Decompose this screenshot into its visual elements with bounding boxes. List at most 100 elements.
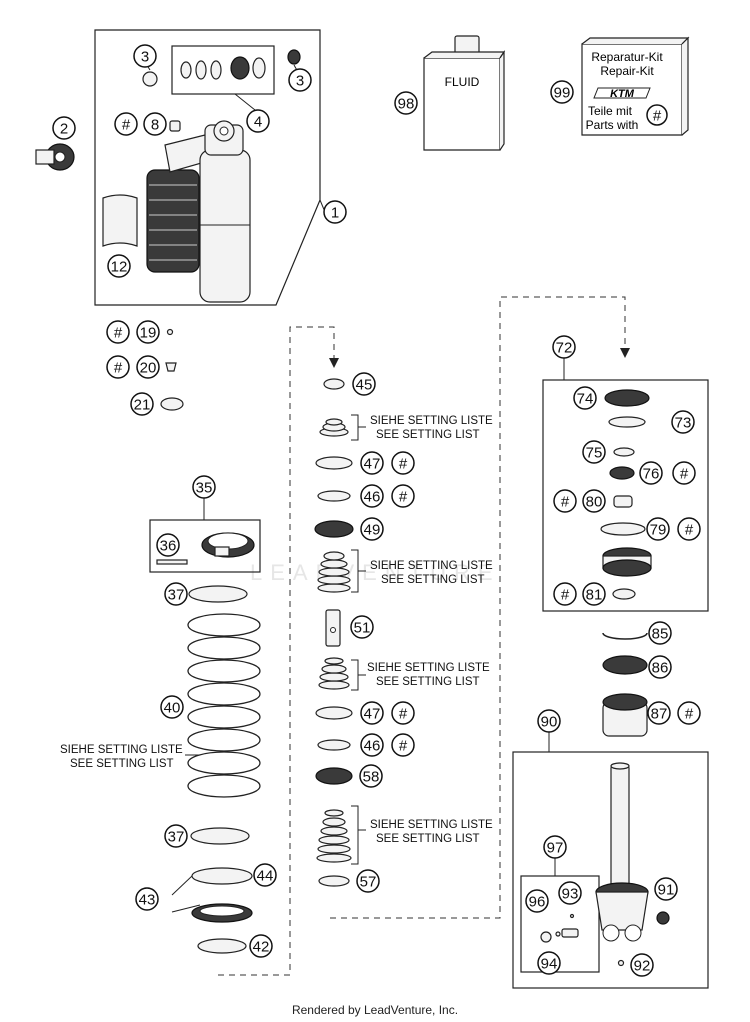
part-74-illustration bbox=[604, 389, 650, 407]
svg-text:80: 80 bbox=[586, 494, 603, 511]
repair-kit-line3: Teile mit bbox=[588, 104, 633, 118]
setting-note-3: SIEHE SETTING LISTE SEE SETTING LIST bbox=[367, 662, 490, 688]
damper-rod-illustration bbox=[595, 762, 649, 942]
part-76-illustration bbox=[609, 466, 635, 480]
part-46-bottom-illustration bbox=[317, 739, 351, 751]
svg-text:SIEHE SETTING LISTE: SIEHE SETTING LISTE bbox=[370, 560, 493, 572]
svg-text:SIEHE SETTING LISTE: SIEHE SETTING LISTE bbox=[60, 744, 183, 756]
svg-text:76: 76 bbox=[643, 466, 660, 483]
svg-text:40: 40 bbox=[164, 700, 181, 717]
svg-text:79: 79 bbox=[650, 522, 667, 539]
callout-51: 51 bbox=[350, 615, 374, 639]
callout-81: 81 bbox=[582, 582, 606, 606]
hash-marker-80: # bbox=[553, 489, 577, 513]
svg-text:2: 2 bbox=[60, 121, 68, 138]
piston-kit-frame bbox=[542, 379, 709, 612]
hash-marker-46-bottom: # bbox=[391, 733, 415, 757]
callout-36: 36 bbox=[156, 533, 180, 557]
svg-text:SIEHE SETTING LISTE: SIEHE SETTING LISTE bbox=[367, 662, 490, 674]
svg-text:SIEHE SETTING LISTE: SIEHE SETTING LISTE bbox=[370, 415, 493, 427]
callout-73: 73 bbox=[671, 410, 695, 434]
hash-marker-8: # bbox=[114, 112, 138, 136]
callout-2: 2 bbox=[52, 116, 76, 140]
svg-text:75: 75 bbox=[586, 445, 603, 462]
callout-1: 1 bbox=[323, 200, 347, 224]
svg-text:35: 35 bbox=[196, 480, 213, 497]
part-87-illustration bbox=[602, 693, 648, 737]
svg-text:20: 20 bbox=[140, 360, 157, 377]
callout-90: 90 bbox=[537, 709, 561, 733]
svg-text:#: # bbox=[114, 325, 123, 342]
callout-12: 12 bbox=[107, 254, 131, 278]
svg-text:51: 51 bbox=[354, 620, 371, 637]
circlip-85-illustration bbox=[602, 632, 648, 640]
svg-text:57: 57 bbox=[360, 874, 377, 891]
ring-42-illustration bbox=[197, 938, 247, 954]
svg-text:#: # bbox=[685, 522, 694, 539]
svg-text:4: 4 bbox=[254, 114, 262, 131]
fluid-bottle-illustration bbox=[423, 35, 506, 151]
svg-text:72: 72 bbox=[556, 340, 573, 357]
svg-text:SEE SETTING LIST: SEE SETTING LIST bbox=[376, 429, 480, 441]
seal-kit-illustration bbox=[180, 56, 266, 80]
svg-text:#: # bbox=[399, 489, 408, 506]
callout-46-bottom: 46 bbox=[360, 733, 384, 757]
callout-19: 19 bbox=[136, 320, 160, 344]
valve-kit-frame bbox=[520, 875, 600, 973]
part-51-illustration bbox=[325, 609, 341, 647]
setting-note-1: SIEHE SETTING LISTE SEE SETTING LIST bbox=[370, 415, 493, 441]
svg-text:SEE SETTING LIST: SEE SETTING LIST bbox=[70, 758, 174, 770]
screw-36-illustration bbox=[156, 559, 188, 565]
svg-text:58: 58 bbox=[363, 769, 380, 786]
svg-text:#: # bbox=[680, 466, 689, 483]
piston-49-illustration bbox=[314, 520, 354, 538]
part-91-illustration bbox=[656, 911, 670, 925]
callout-87: 87 bbox=[647, 701, 671, 725]
svg-text:SIEHE SETTING LISTE: SIEHE SETTING LISTE bbox=[370, 819, 493, 831]
arrow-down-icon bbox=[329, 358, 339, 368]
svg-text:92: 92 bbox=[634, 958, 651, 975]
callout-79: 79 bbox=[646, 517, 670, 541]
svg-text:#: # bbox=[561, 494, 570, 511]
callout-72: 72 bbox=[552, 335, 576, 359]
callout-58: 58 bbox=[359, 764, 383, 788]
callout-49: 49 bbox=[360, 517, 384, 541]
svg-text:99: 99 bbox=[554, 85, 571, 102]
svg-text:36: 36 bbox=[160, 538, 177, 555]
svg-text:#: # bbox=[399, 706, 408, 723]
svg-text:3: 3 bbox=[141, 49, 149, 66]
svg-text:98: 98 bbox=[398, 96, 415, 113]
callout-47-top: 47 bbox=[360, 451, 384, 475]
seal-kit-frame bbox=[171, 45, 275, 95]
svg-text:42: 42 bbox=[253, 939, 270, 956]
shock-absorber-illustration bbox=[102, 120, 251, 303]
callout-47-bottom: 47 bbox=[360, 701, 384, 725]
setting-note-spring: SIEHE SETTING LISTE SEE SETTING LIST bbox=[60, 744, 183, 770]
svg-text:19: 19 bbox=[140, 325, 157, 342]
callout-76: 76 bbox=[639, 461, 663, 485]
svg-text:94: 94 bbox=[541, 956, 558, 973]
seal-3-left-illustration bbox=[142, 71, 158, 87]
part-19-illustration bbox=[166, 328, 174, 336]
callout-93: 93 bbox=[558, 881, 582, 905]
part-21-illustration bbox=[160, 397, 184, 411]
repair-kit-box-illustration bbox=[581, 36, 690, 136]
svg-text:87: 87 bbox=[651, 706, 668, 723]
callout-21: 21 bbox=[130, 392, 154, 416]
shock-assembly-frame bbox=[94, 29, 321, 306]
svg-text:44: 44 bbox=[257, 868, 274, 885]
part-79-illustration bbox=[600, 522, 646, 536]
callout-85: 85 bbox=[648, 621, 672, 645]
callout-80: 80 bbox=[582, 489, 606, 513]
callout-44: 44 bbox=[253, 863, 277, 887]
part-80-illustration bbox=[613, 495, 633, 508]
fluid-label: FLUID bbox=[445, 75, 480, 89]
valve-kit-illustration bbox=[540, 913, 579, 943]
setting-brackets bbox=[351, 414, 366, 865]
svg-text:SEE SETTING LIST: SEE SETTING LIST bbox=[376, 833, 480, 845]
svg-text:91: 91 bbox=[658, 882, 675, 899]
dashed-flow-right bbox=[330, 296, 626, 919]
svg-text:85: 85 bbox=[652, 626, 669, 643]
